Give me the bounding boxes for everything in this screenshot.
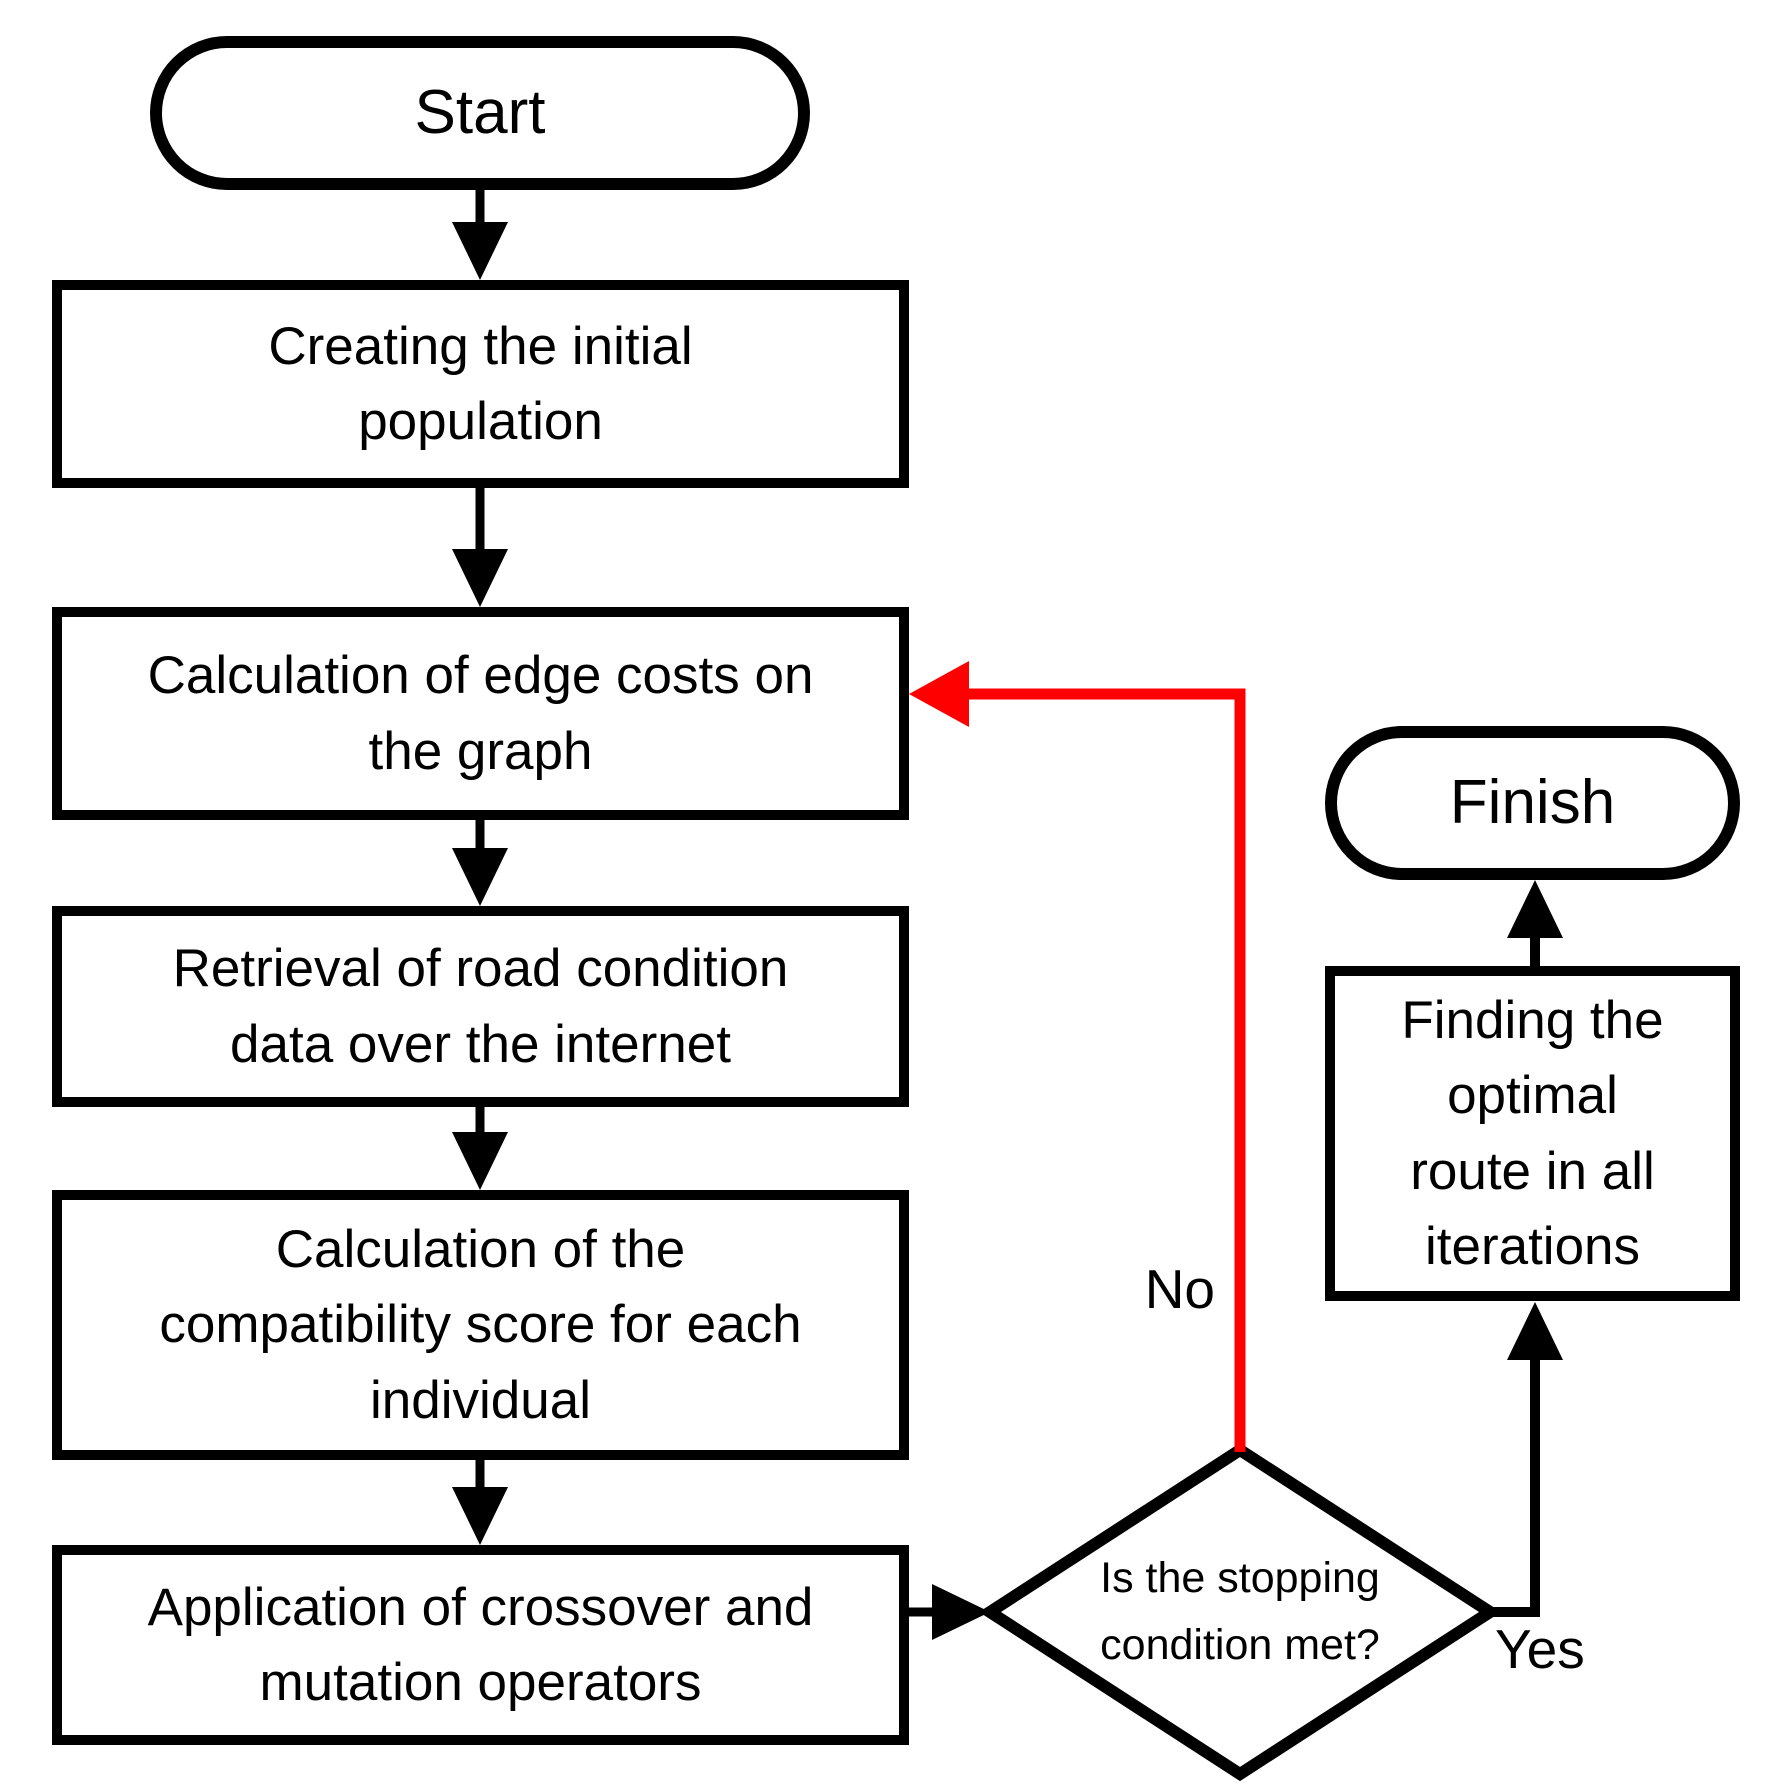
process-compatibility-score: Calculation of the compatibility score f… [52,1190,909,1460]
decision-stopping-condition: Is the stopping condition met? [1040,1538,1440,1686]
finish-label: Finish [1449,767,1616,837]
process-compatibility-score-line: Calculation of the [275,1220,686,1280]
edge-label-no: No [1144,1258,1215,1320]
process-create-population-line: Creating the initial [268,316,693,376]
arrow-crossover-to-decision [909,1584,990,1640]
arrow-compatibility-to-crossover [452,1460,508,1545]
process-edge-costs: Calculation of edge costs on the graph [52,607,909,820]
process-crossover-mutation: Application of crossover and mutation op… [52,1545,909,1745]
arrow-create-population-to-edge-costs [452,488,508,607]
process-compatibility-score-line: individual [370,1370,591,1430]
decision-stopping-condition-line: Is the stopping [1100,1554,1380,1603]
process-crossover-mutation-line: Application of crossover and [147,1577,814,1637]
decision-stopping-condition-line: condition met? [1100,1621,1380,1669]
process-optimal-route: Finding the optimal route in all iterati… [1325,966,1740,1301]
arrow-start-to-create-population [452,190,508,280]
arrow-yes-decision-to-optimal-route [1490,1302,1563,1617]
loop-arrow-no-decision-to-edge-costs [909,661,1246,1452]
process-road-data: Retrieval of road condition data over th… [52,906,909,1107]
process-optimal-route-line: Finding the [1401,991,1664,1050]
process-create-population: Creating the initial population [52,280,909,488]
process-crossover-mutation-line: mutation operators [259,1653,702,1712]
process-create-population-line: population [358,392,603,451]
edge-label-yes: Yes [1495,1618,1585,1680]
process-optimal-route-line: route in all [1410,1141,1655,1201]
arrow-optimal-route-to-finish [1507,880,1563,966]
arrow-edge-costs-to-road-data [452,820,508,906]
process-optimal-route-line: iterations [1424,1216,1641,1276]
process-edge-costs-line: the graph [368,721,593,781]
process-road-data-line: Retrieval of road condition [172,939,789,999]
process-edge-costs-line: Calculation of edge costs on [147,646,814,706]
finish-terminator: Finish [1325,726,1740,880]
process-optimal-route-line: optimal [1447,1066,1618,1126]
start-terminator: Start [150,36,810,190]
start-label: Start [414,77,546,147]
process-road-data-line: data over the internet [230,1014,731,1074]
process-compatibility-score-line: compatibility score for each [159,1295,802,1355]
arrow-road-data-to-compatibility [452,1107,508,1190]
